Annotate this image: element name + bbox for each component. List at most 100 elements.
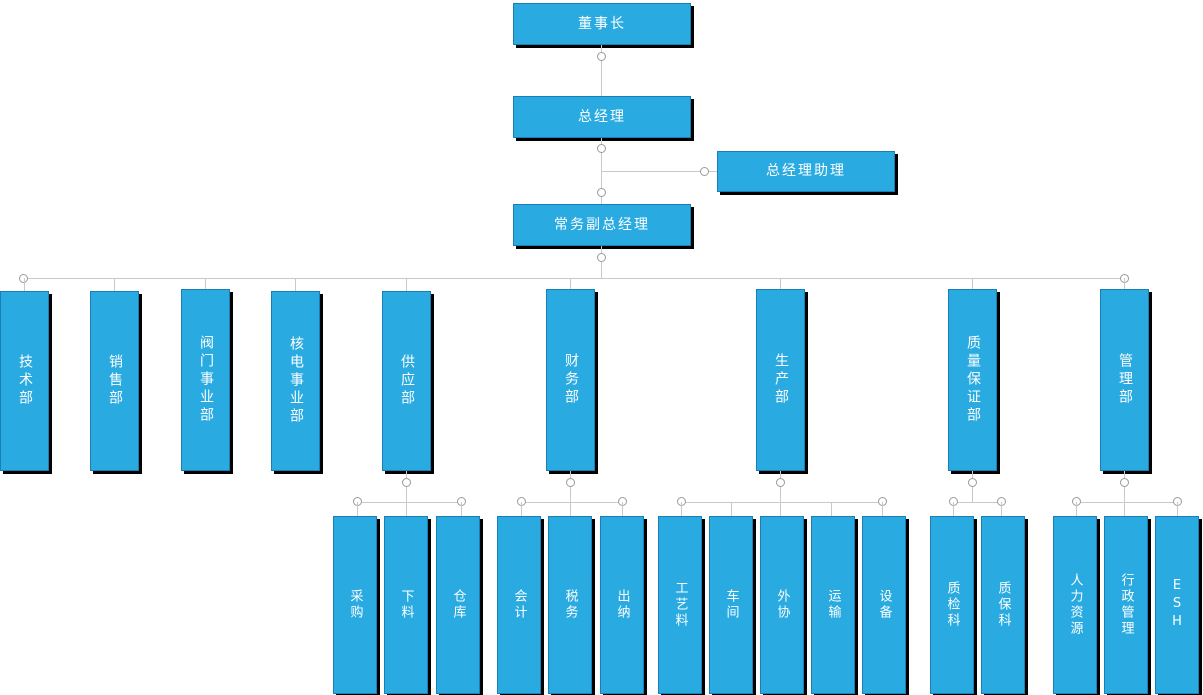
drop-production-4 bbox=[831, 502, 832, 516]
drop-dept-2 bbox=[114, 278, 115, 291]
node-sub-cutting[interactable]: 下料 bbox=[384, 516, 428, 694]
node-department-sales-label: 销售部 bbox=[107, 354, 123, 408]
drop-management-1 bbox=[1076, 502, 1077, 516]
node-department-nuclear[interactable]: 核电事业部 bbox=[271, 291, 320, 471]
node-sub-process-label: 工艺料 bbox=[672, 581, 688, 629]
bus-supply bbox=[358, 502, 462, 503]
drop-management-3 bbox=[1177, 502, 1178, 516]
drop-production-5 bbox=[882, 502, 883, 516]
node-sub-equipment[interactable]: 设备 bbox=[862, 516, 906, 694]
drop-dept-4 bbox=[295, 278, 296, 291]
node-chairman[interactable]: 董事长 bbox=[513, 3, 691, 45]
node-sub-tax-label: 税务 bbox=[562, 589, 578, 621]
node-sub-cashier-label: 出纳 bbox=[614, 589, 630, 621]
bus-production bbox=[682, 502, 882, 503]
drop-production-2 bbox=[731, 502, 732, 516]
dot-supply-drop bbox=[402, 478, 411, 487]
node-exec-deputy-gm[interactable]: 常务副总经理 bbox=[513, 204, 691, 246]
drop-supply-3 bbox=[461, 502, 462, 516]
drop-finance-1 bbox=[521, 502, 522, 516]
node-sub-hr-label: 人力资源 bbox=[1067, 573, 1083, 637]
connector-deputy-bus bbox=[601, 246, 602, 279]
node-sub-purchase[interactable]: 采购 bbox=[333, 516, 377, 694]
bus-quality bbox=[954, 502, 1002, 503]
node-sub-inspection[interactable]: 质检科 bbox=[930, 516, 974, 694]
node-sub-equipment-label: 设备 bbox=[876, 589, 892, 621]
node-sub-process[interactable]: 工艺料 bbox=[658, 516, 702, 694]
node-sub-assurance[interactable]: 质保科 bbox=[981, 516, 1025, 694]
node-sub-outsourcing-label: 外协 bbox=[774, 589, 790, 621]
drop-quality-2 bbox=[1001, 502, 1002, 516]
node-exec-deputy-gm-label: 常务副总经理 bbox=[554, 216, 650, 233]
node-department-supply[interactable]: 供应部 bbox=[382, 291, 431, 471]
connector-dot-deputy-bus bbox=[597, 253, 606, 262]
bus-management bbox=[1077, 502, 1177, 503]
node-sub-hr[interactable]: 人力资源 bbox=[1053, 516, 1097, 694]
drop-dept-8 bbox=[972, 278, 973, 291]
node-sub-warehouse-label: 仓库 bbox=[450, 589, 466, 621]
node-sub-workshop[interactable]: 车间 bbox=[709, 516, 753, 694]
node-department-nuclear-label: 核电事业部 bbox=[288, 336, 304, 426]
department-bus bbox=[25, 278, 1125, 279]
drop-quality-1 bbox=[953, 502, 954, 516]
node-department-production[interactable]: 生产部 bbox=[756, 289, 805, 471]
node-sub-esh-label: ESH bbox=[1169, 578, 1185, 632]
drop-management-2 bbox=[1124, 502, 1125, 516]
node-sub-accounting[interactable]: 会计 bbox=[497, 516, 541, 694]
drop-production-1 bbox=[681, 502, 682, 516]
drop-dept-6 bbox=[570, 278, 571, 291]
connector-dot-gm-bottom bbox=[597, 188, 606, 197]
connector-gm-assistant bbox=[601, 171, 717, 172]
node-department-management[interactable]: 管理部 bbox=[1100, 289, 1149, 471]
node-sub-workshop-label: 车间 bbox=[723, 589, 739, 621]
drop-dept-1 bbox=[24, 278, 25, 291]
bus-finance bbox=[522, 502, 622, 503]
node-sub-admin[interactable]: 行政管理 bbox=[1104, 516, 1148, 694]
node-general-manager[interactable]: 总经理 bbox=[513, 96, 691, 138]
node-department-valve[interactable]: 阀门事业部 bbox=[181, 289, 230, 471]
drop-finance-3 bbox=[622, 502, 623, 516]
node-department-valve-label: 阀门事业部 bbox=[198, 335, 214, 425]
node-department-sales[interactable]: 销售部 bbox=[90, 291, 139, 471]
node-department-supply-label: 供应部 bbox=[399, 354, 415, 408]
node-sub-transport[interactable]: 运输 bbox=[811, 516, 855, 694]
node-sub-warehouse[interactable]: 仓库 bbox=[436, 516, 480, 694]
node-sub-accounting-label: 会计 bbox=[511, 589, 527, 621]
drop-production-3 bbox=[780, 502, 781, 516]
drop-dept-9 bbox=[1124, 278, 1125, 291]
node-gm-assistant[interactable]: 总经理助理 bbox=[717, 151, 895, 192]
node-sub-admin-label: 行政管理 bbox=[1118, 573, 1134, 637]
node-sub-cashier[interactable]: 出纳 bbox=[600, 516, 644, 694]
node-sub-cutting-label: 下料 bbox=[398, 589, 414, 621]
dot-production-drop bbox=[776, 478, 785, 487]
node-sub-assurance-label: 质保科 bbox=[995, 581, 1011, 629]
drop-supply-2 bbox=[406, 502, 407, 516]
drop-finance-2 bbox=[570, 502, 571, 516]
node-department-quality[interactable]: 质量保证部 bbox=[948, 289, 997, 471]
node-gm-assistant-label: 总经理助理 bbox=[766, 163, 846, 179]
connector-chairman-gm bbox=[601, 45, 602, 96]
node-sub-transport-label: 运输 bbox=[825, 589, 841, 621]
node-department-tech-label: 技术部 bbox=[17, 354, 33, 408]
node-department-finance[interactable]: 财务部 bbox=[546, 289, 595, 471]
node-department-tech[interactable]: 技术部 bbox=[0, 291, 49, 471]
department-bus-dot-left bbox=[19, 274, 28, 283]
dot-management-drop bbox=[1120, 478, 1129, 487]
node-department-management-label: 管理部 bbox=[1117, 353, 1133, 407]
connector-dot-chairman-gm bbox=[597, 52, 606, 61]
node-department-finance-label: 财务部 bbox=[563, 353, 579, 407]
drop-dept-5 bbox=[406, 278, 407, 291]
node-sub-inspection-label: 质检科 bbox=[944, 581, 960, 629]
node-department-quality-label: 质量保证部 bbox=[965, 335, 981, 425]
drop-dept-3 bbox=[205, 278, 206, 291]
drop-supply-1 bbox=[357, 502, 358, 516]
connector-dot-gm-assistant bbox=[700, 167, 709, 176]
node-sub-purchase-label: 采购 bbox=[347, 589, 363, 621]
drop-dept-7 bbox=[780, 278, 781, 291]
node-sub-outsourcing[interactable]: 外协 bbox=[760, 516, 804, 694]
node-sub-esh[interactable]: ESH bbox=[1155, 516, 1199, 694]
node-sub-tax[interactable]: 税务 bbox=[548, 516, 592, 694]
node-general-manager-label: 总经理 bbox=[578, 108, 626, 125]
node-department-production-label: 生产部 bbox=[773, 353, 789, 407]
